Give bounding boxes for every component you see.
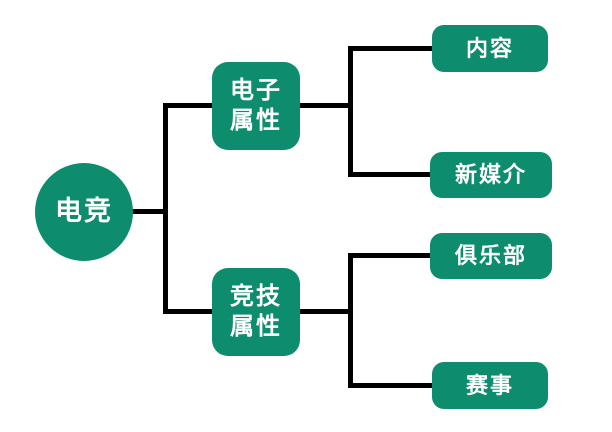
connector-trunk-vertical: [163, 103, 168, 314]
node-leaf-event: 赛事: [432, 362, 548, 409]
connector-branch2-out: [298, 309, 353, 314]
connector-to-leaf3: [348, 253, 434, 258]
connector-trunk-to-branch2: [163, 309, 215, 314]
connector-trunk-to-branch1: [163, 103, 215, 108]
connector-root-to-trunk: [100, 209, 168, 214]
connector-to-leaf2: [348, 172, 434, 177]
node-branch-competitive: 竞技 属性: [212, 268, 300, 356]
node-leaf-content: 内容: [432, 25, 548, 72]
node-leaf-content-label: 内容: [465, 35, 514, 61]
node-leaf-event-label: 赛事: [465, 372, 514, 398]
node-root-label: 电竞: [55, 196, 113, 227]
node-branch-electronic-label: 电子 属性: [230, 77, 282, 134]
connector-to-leaf4: [348, 383, 436, 388]
node-branch-electronic: 电子 属性: [212, 62, 300, 150]
connector-branch1-vertical: [348, 46, 353, 177]
node-leaf-club-label: 俱乐部: [454, 243, 527, 269]
node-leaf-new-media-label: 新媒介: [454, 162, 527, 188]
node-leaf-club: 俱乐部: [430, 233, 552, 279]
connector-branch1-out: [298, 103, 353, 108]
connector-to-leaf1: [348, 46, 436, 51]
connector-branch2-vertical: [348, 253, 353, 388]
node-root: 电竞: [35, 163, 133, 261]
node-leaf-new-media: 新媒介: [430, 152, 552, 198]
node-branch-competitive-label: 竞技 属性: [230, 283, 282, 340]
